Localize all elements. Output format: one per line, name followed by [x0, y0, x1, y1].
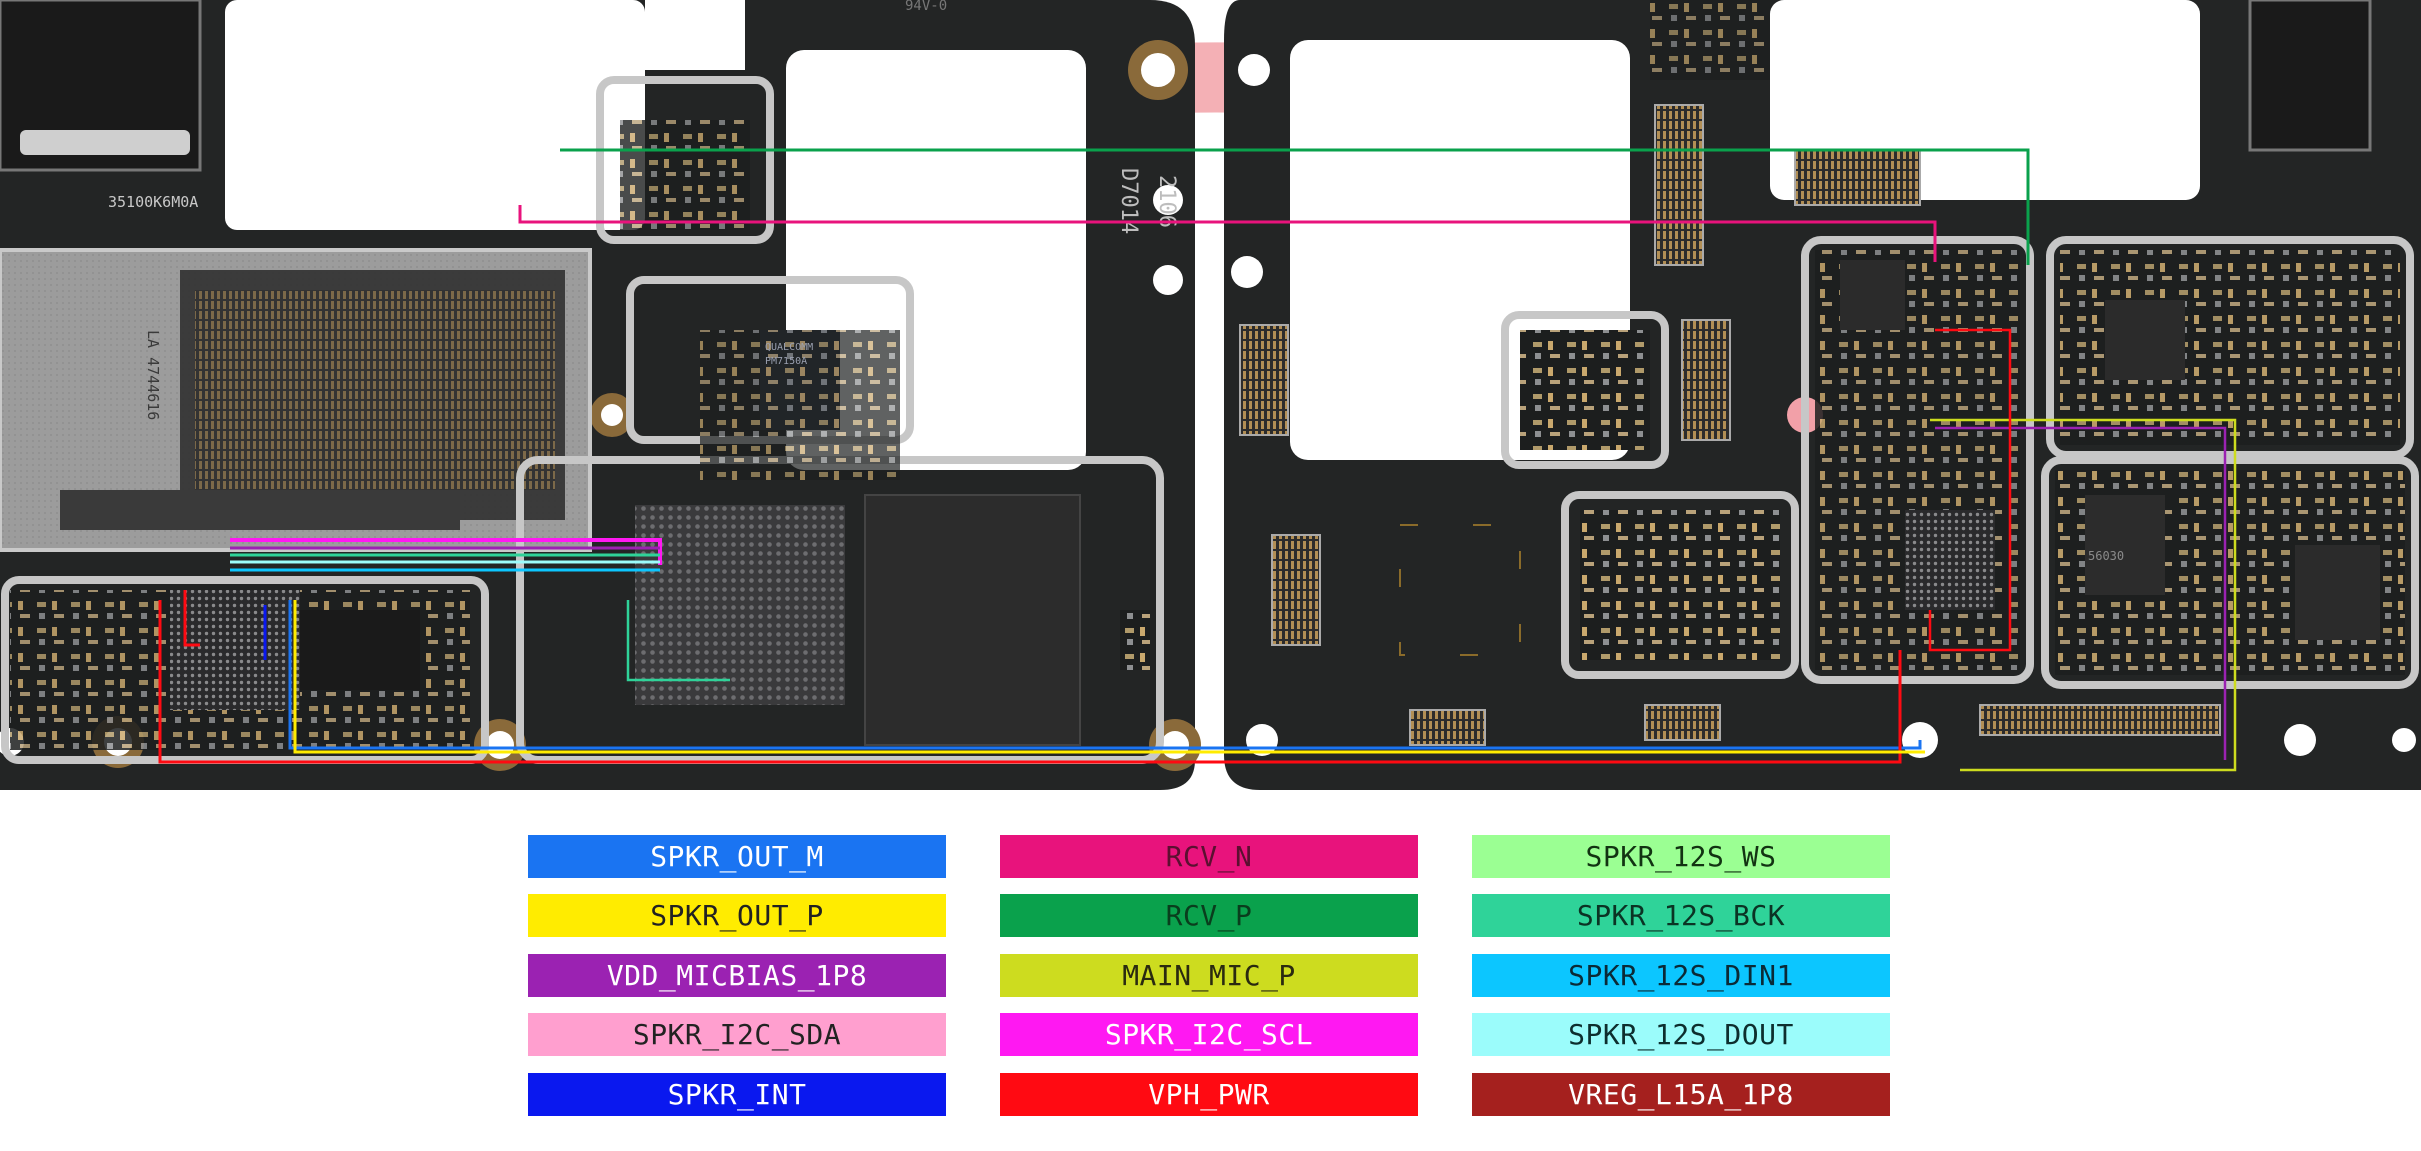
sim-tray-label: LA 4744616 — [144, 330, 162, 420]
legend-item-spkr-int: SPKR_INT — [528, 1073, 946, 1116]
signal-traces — [158, 148, 2237, 772]
pmic-vendor-label: QUALCOMM — [765, 342, 813, 353]
legend-label: SPKR_12S_DOUT — [1568, 1018, 1794, 1051]
trace-rcv-n — [518, 205, 1937, 262]
left-board: 35100K6M0A 94V-0 2106 D7014 QUALCOMM PM7… — [0, 0, 1201, 790]
trace-red-stub — [183, 590, 200, 647]
right-board: 56030 — [1224, 0, 2421, 790]
legend-label: SPKR_OUT_M — [650, 840, 824, 873]
legend-item-spkr-out-m: SPKR_OUT_M — [528, 835, 946, 878]
legend-item-vreg-l15a: VREG_L15A_1P8 — [1472, 1073, 1890, 1116]
trace-i2c-scl — [230, 538, 662, 565]
legend-label: MAIN_MIC_P — [1122, 959, 1296, 992]
legend-label: SPKR_I2C_SDA — [632, 1018, 842, 1051]
legend-label: SPKR_12S_WS — [1585, 840, 1777, 873]
board-rating-label: 94V-0 — [905, 0, 947, 14]
legend-label: VREG_L15A_1P8 — [1568, 1078, 1794, 1111]
trace-spkr-out-p — [293, 600, 1925, 754]
trace-main-mic-p — [1930, 418, 2237, 772]
pcb-board-view: 35100K6M0A 94V-0 2106 D7014 QUALCOMM PM7… — [0, 0, 2421, 790]
vertical-code-1: 2106 — [1154, 175, 1179, 228]
signal-legend: SPKR_OUT_M SPKR_OUT_P VDD_MICBIAS_1P8 SP… — [528, 835, 1890, 1117]
legend-item-spkr-i2c-sda: SPKR_I2C_SDA — [528, 1013, 946, 1056]
legend-item-spkr-out-p: SPKR_OUT_P — [528, 894, 946, 937]
legend-label: SPKR_12S_BCK — [1576, 899, 1786, 932]
legend-item-vph-pwr: VPH_PWR — [1000, 1073, 1418, 1116]
legend-label: SPKR_INT — [667, 1078, 807, 1111]
legend-item-spkr-12s-bck: SPKR_12S_BCK — [1472, 894, 1890, 937]
legend-label: RCV_P — [1165, 899, 1253, 932]
legend-label: SPKR_OUT_P — [650, 899, 824, 932]
right-chip-label: 56030 — [2088, 549, 2124, 563]
trace-vdd-micbias — [1935, 426, 2227, 760]
legend-item-rcv-p: RCV_P — [1000, 894, 1418, 937]
legend-label: RCV_N — [1165, 840, 1253, 873]
pcb-diagram: 35100K6M0A 94V-0 2106 D7014 QUALCOMM PM7… — [0, 0, 2421, 790]
legend-item-spkr-i2c-scl: SPKR_I2C_SCL — [1000, 1013, 1418, 1056]
legend-item-vdd-micbias: VDD_MICBIAS_1P8 — [528, 954, 946, 997]
legend-label: VPH_PWR — [1148, 1078, 1270, 1111]
legend-item-spkr-12s-dout: SPKR_12S_DOUT — [1472, 1013, 1890, 1056]
vertical-code-2: D7014 — [1116, 168, 1141, 234]
legend-item-rcv-n: RCV_N — [1000, 835, 1418, 878]
trace-right-red — [1928, 328, 2012, 652]
legend-item-main-mic-p: MAIN_MIC_P — [1000, 954, 1418, 997]
legend-item-spkr-12s-ws: SPKR_12S_WS — [1472, 835, 1890, 878]
trace-vph-pwr — [158, 600, 1902, 764]
legend-label: SPKR_I2C_SCL — [1104, 1018, 1314, 1051]
trace-spkr-out-m — [288, 600, 1922, 750]
legend-label: VDD_MICBIAS_1P8 — [606, 959, 868, 992]
pmic-model-label: PM7150A — [765, 356, 807, 367]
board-code-label: 35100K6M0A — [108, 193, 198, 211]
legend-label: SPKR_12S_DIN1 — [1568, 959, 1794, 992]
trace-rcv-p — [560, 148, 2030, 265]
trace-bck-drop — [626, 600, 730, 682]
legend-item-spkr-12s-din1: SPKR_12S_DIN1 — [1472, 954, 1890, 997]
